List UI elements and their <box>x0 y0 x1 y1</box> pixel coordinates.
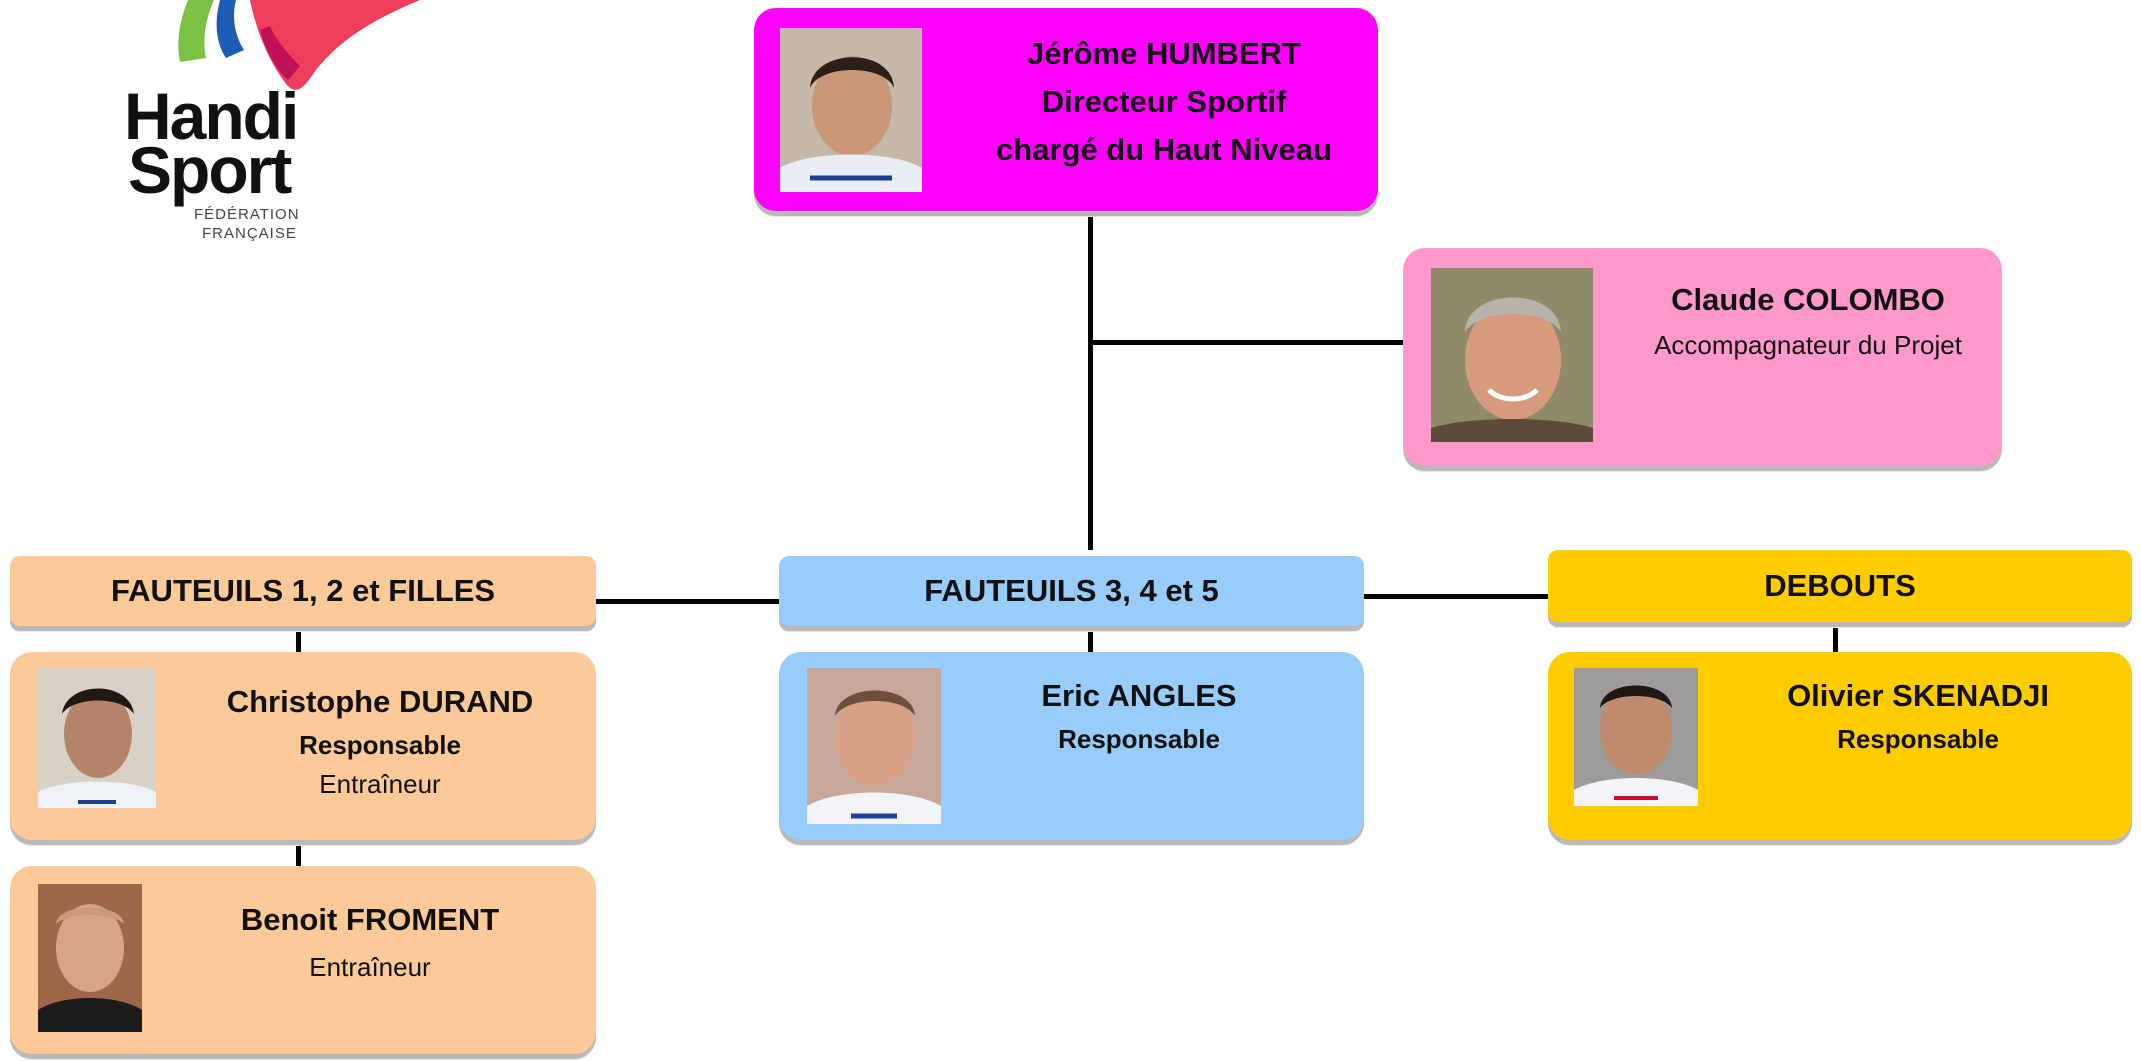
logo-word-handi: Handi <box>124 79 299 153</box>
member-role-bold: Responsable <box>299 730 461 760</box>
group-title: FAUTEUILS 1, 2 et FILLES <box>110 573 496 608</box>
logo-sub-francaise: FRANÇAISE <box>202 225 297 242</box>
person-photo-icon <box>1574 668 1698 806</box>
connector-right-group <box>1364 594 1548 599</box>
person-photo-icon <box>780 28 922 192</box>
benoit-froment-text: Benoit FROMENT Entraîneur <box>180 902 560 983</box>
member-card-eric-angles: Eric ANGLES Responsable <box>779 652 1364 840</box>
member-card-benoit-froment: Benoit FROMENT Entraîneur <box>10 866 596 1054</box>
member-role: Entraîneur <box>319 769 441 799</box>
connector-left-member-member <box>296 840 301 866</box>
group-header-fauteuils-3-4-5: FAUTEUILS 3, 4 et 5 <box>779 556 1364 626</box>
member-name: Christophe DURAND <box>226 684 534 719</box>
connector-left-header-member <box>296 626 301 652</box>
handisport-logo: Handi Sport FÉDÉRATION FRANÇAISE <box>110 0 440 250</box>
christophe-durand-photo <box>38 668 156 808</box>
logo-sub-federation: FÉDÉRATION <box>194 206 300 223</box>
director-photo <box>780 28 922 192</box>
connector-right-header-member <box>1833 622 1838 652</box>
eric-angles-photo <box>807 668 941 824</box>
benoit-froment-photo <box>38 884 142 1032</box>
connector-to-accompagnateur <box>1090 340 1404 345</box>
group-title: DEBOUTS <box>1764 568 1916 603</box>
christophe-durand-text: Christophe DURAND Responsable Entraîneur <box>190 684 570 800</box>
member-name: Olivier SKENADJI <box>1787 678 2049 713</box>
logo-word-sport: Sport <box>128 133 292 207</box>
member-card-olivier-skenadji: Olivier SKENADJI Responsable <box>1548 652 2132 840</box>
connector-center-header-member <box>1088 626 1093 652</box>
olivier-skenadji-photo <box>1574 668 1698 806</box>
director-name: Jérôme HUMBERT <box>1027 36 1301 71</box>
member-role: Entraîneur <box>309 952 431 982</box>
member-card-christophe-durand: Christophe DURAND Responsable Entraîneur <box>10 652 596 840</box>
accompagnateur-photo <box>1431 268 1593 442</box>
logo-graphic <box>178 0 420 90</box>
director-title: Directeur Sportif <box>1041 84 1287 119</box>
accompagnateur-name: Claude COLOMBO <box>1671 282 1945 317</box>
person-photo-icon <box>807 668 941 824</box>
member-role-bold: Responsable <box>1837 724 1999 754</box>
member-name: Benoit FROMENT <box>240 902 500 937</box>
connector-director-down <box>1088 210 1093 550</box>
connector-left-group <box>596 599 780 604</box>
director-text: Jérôme HUMBERT Directeur Sportif chargé … <box>984 36 1344 168</box>
accompagnateur-box: Claude COLOMBO Accompagnateur du Projet <box>1403 248 2002 466</box>
person-photo-icon <box>38 668 156 808</box>
eric-angles-text: Eric ANGLES Responsable <box>979 678 1299 755</box>
group-title: FAUTEUILS 3, 4 et 5 <box>924 573 1219 608</box>
director-subtitle: chargé du Haut Niveau <box>996 132 1332 167</box>
person-photo-icon <box>38 884 142 1032</box>
member-name: Eric ANGLES <box>1041 678 1237 713</box>
group-header-fauteuils-1-2-filles: FAUTEUILS 1, 2 et FILLES <box>10 556 596 626</box>
accompagnateur-role: Accompagnateur du Projet <box>1654 330 1962 360</box>
person-photo-icon <box>1431 268 1593 442</box>
group-header-debouts: DEBOUTS <box>1548 550 2132 622</box>
member-role-bold: Responsable <box>1058 724 1220 754</box>
director-box: Jérôme HUMBERT Directeur Sportif chargé … <box>754 8 1378 211</box>
olivier-skenadji-text: Olivier SKENADJI Responsable <box>1748 678 2088 755</box>
accompagnateur-text: Claude COLOMBO Accompagnateur du Projet <box>1633 282 1983 361</box>
